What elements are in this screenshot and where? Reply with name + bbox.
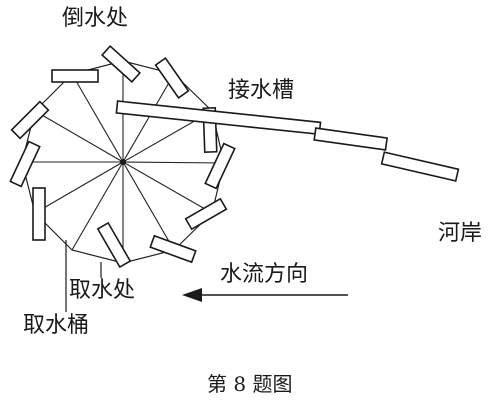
wheel-spokes	[22, 61, 225, 263]
bucket	[32, 187, 46, 241]
wheel-hub	[120, 159, 126, 165]
bucket	[149, 234, 197, 264]
spoke	[122, 161, 175, 251]
spoke	[71, 161, 124, 251]
spoke	[122, 161, 213, 214]
spoke	[34, 161, 124, 214]
dump-point-label: 倒水处	[62, 6, 128, 31]
flow-arrow	[182, 288, 348, 302]
water-trough	[115, 100, 460, 182]
spoke	[34, 110, 124, 163]
bucket	[51, 69, 99, 83]
bucket	[204, 142, 236, 190]
bucket	[96, 221, 132, 269]
wheel-buckets	[9, 45, 236, 269]
intake-point-label: 取水处	[69, 278, 135, 303]
bucket	[184, 197, 228, 231]
trough-label: 接水槽	[228, 78, 294, 103]
spoke	[71, 73, 124, 163]
trough-segment	[380, 151, 460, 182]
bucket	[154, 57, 190, 99]
trough-segment	[115, 100, 322, 136]
bucket-label: 取水桶	[23, 313, 89, 338]
bucket	[9, 140, 41, 188]
spoke	[122, 161, 225, 164]
figure-caption: 第 8 题图	[207, 372, 292, 396]
arrow-head-icon	[182, 288, 202, 302]
trough-segment	[313, 127, 389, 151]
flow-direction-label: 水流方向	[220, 262, 308, 287]
spoke	[122, 73, 175, 163]
riverbank-label: 河岸	[438, 221, 482, 246]
bucket	[100, 45, 142, 83]
bucket	[10, 100, 50, 140]
